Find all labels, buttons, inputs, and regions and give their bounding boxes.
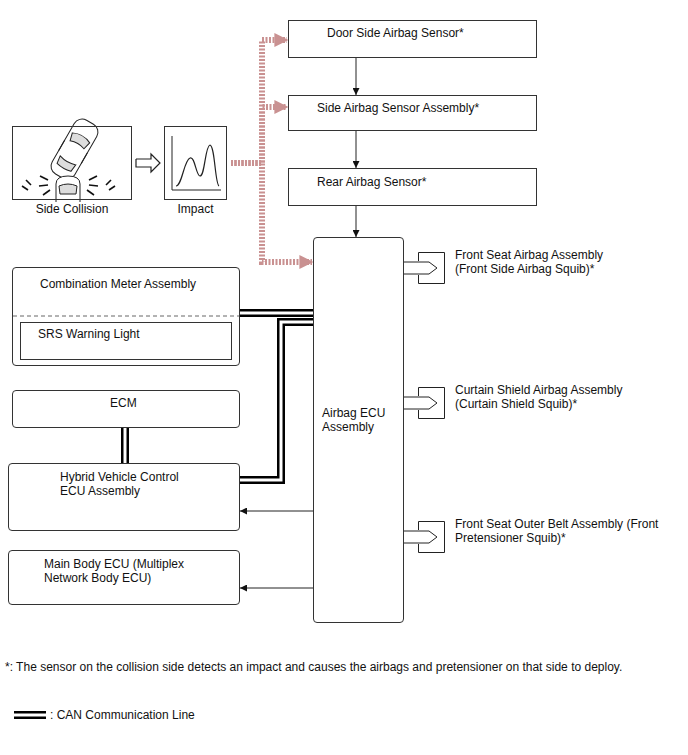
impact-path xyxy=(231,163,312,262)
box-label: Hybrid Vehicle Control ECU Assembly xyxy=(60,464,192,498)
box-label: ECM xyxy=(110,391,230,410)
signal-line xyxy=(404,262,418,274)
illustration-box: Impact xyxy=(164,126,227,200)
can-inner xyxy=(124,428,127,463)
signal-line xyxy=(356,206,357,237)
squib-outline xyxy=(418,521,445,553)
part-name: Curtain Shield Airbag Assembly (Curtain … xyxy=(455,383,661,411)
can-inner xyxy=(240,312,313,315)
caption-text: Impact xyxy=(145,202,246,216)
block-arrow xyxy=(136,154,160,172)
impact-arrow xyxy=(231,40,287,163)
signal-line xyxy=(136,154,160,172)
squib-symbol: Front Seat Airbag Assembly (Front Side A… xyxy=(418,252,445,284)
signal-path xyxy=(240,511,313,512)
impact-graph xyxy=(172,136,221,190)
component-box: Main Body ECU (Multiplex Network Body EC… xyxy=(8,550,240,605)
box-label: Rear Airbag Sensor* xyxy=(317,169,532,189)
illustration-box: Side Collision xyxy=(12,126,132,200)
signal-path xyxy=(356,206,357,237)
box-label: Main Body ECU (Multiplex Network Body EC… xyxy=(44,551,194,585)
signal-line xyxy=(356,131,357,168)
can-outer xyxy=(240,322,313,480)
can-line-sample xyxy=(14,715,46,716)
component-box: Hybrid Vehicle Control ECU Assembly xyxy=(8,463,240,531)
signal-line xyxy=(240,588,313,589)
box-label: SRS Warning Light xyxy=(38,323,228,341)
impact-path xyxy=(231,40,287,163)
box-label: Airbag ECU Assembly xyxy=(322,238,398,434)
impact-arrow xyxy=(231,163,312,262)
squib-outline xyxy=(418,252,445,284)
box-label: Side Airbag Sensor Assembly* xyxy=(317,96,532,115)
can-outer xyxy=(240,309,313,317)
divider-line xyxy=(13,316,239,317)
legend-text: : CAN Communication Line xyxy=(50,708,195,722)
impact-arrow xyxy=(231,107,287,163)
signal-path xyxy=(240,588,313,589)
squib-outline xyxy=(418,387,445,419)
box-label: Door Side Airbag Sensor* xyxy=(327,21,532,40)
caption-text: Side Collision xyxy=(0,202,151,216)
footnote: *: The sensor on the collision side dete… xyxy=(5,660,622,674)
component-box: ECM xyxy=(12,390,240,428)
squib-wire xyxy=(404,397,418,409)
signal-line xyxy=(240,511,313,512)
squib-symbol: Curtain Shield Airbag Assembly (Curtain … xyxy=(418,387,445,419)
component-box: Side Airbag Sensor Assembly* xyxy=(288,95,537,131)
signal-line xyxy=(356,58,357,95)
signal-line xyxy=(404,397,418,409)
signal-line xyxy=(404,531,418,543)
signal-path xyxy=(356,131,357,168)
part-name: Front Seat Airbag Assembly (Front Side A… xyxy=(455,248,635,276)
component-box: Airbag ECU Assembly xyxy=(313,237,404,623)
squib-wire xyxy=(404,262,418,274)
component-box: Rear Airbag Sensor* xyxy=(288,168,537,206)
component-box: SRS Warning Light xyxy=(20,322,232,360)
component-box: Door Side Airbag Sensor* xyxy=(288,20,537,58)
part-name: Front Seat Outer Belt Assembly (Front Pr… xyxy=(455,517,661,545)
can-line xyxy=(125,428,126,463)
side-collision-illustration xyxy=(22,116,115,202)
box-label: Combination Meter Assembly xyxy=(40,268,235,291)
squib-wire xyxy=(404,531,418,543)
can-line xyxy=(240,313,313,314)
can-outer xyxy=(121,428,129,463)
squib-symbol: Front Seat Outer Belt Assembly (Front Pr… xyxy=(418,521,445,553)
can-inner xyxy=(240,322,313,480)
can-line xyxy=(240,322,313,480)
impact-path xyxy=(231,107,287,163)
component-box: Combination Meter AssemblySRS Warning Li… xyxy=(12,267,240,366)
signal-path xyxy=(356,58,357,95)
